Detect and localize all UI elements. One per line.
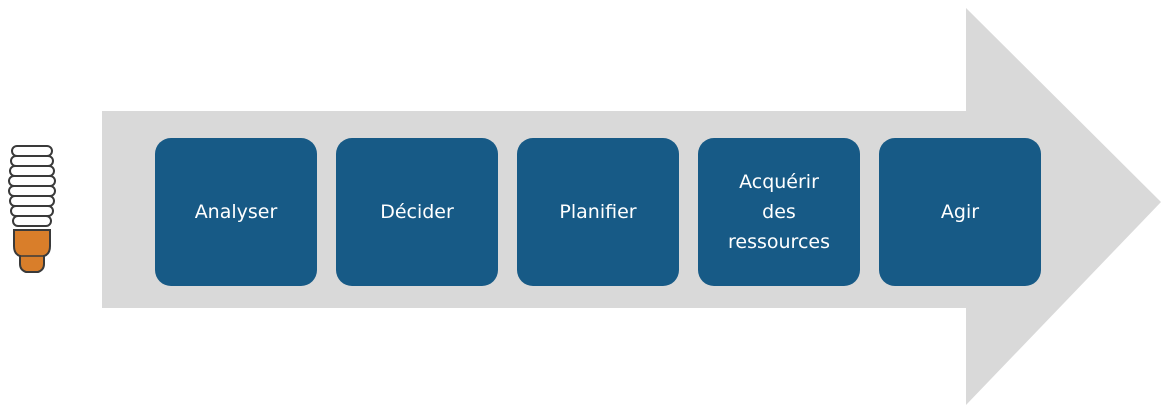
step-label: Acquérir des ressources bbox=[728, 171, 830, 253]
step-decider: Décider bbox=[336, 138, 498, 286]
step-label: Planifier bbox=[559, 201, 637, 223]
step-label: Agir bbox=[940, 201, 980, 223]
lightbulb-icon bbox=[8, 145, 56, 273]
step-acquerir-des-ressources: Acquérir des ressources bbox=[698, 138, 860, 286]
step-planifier: Planifier bbox=[517, 138, 679, 286]
step-analyser: Analyser bbox=[155, 138, 317, 286]
step-label: Analyser bbox=[194, 201, 278, 223]
step-agir: Agir bbox=[879, 138, 1041, 286]
step-label: Décider bbox=[380, 201, 454, 223]
